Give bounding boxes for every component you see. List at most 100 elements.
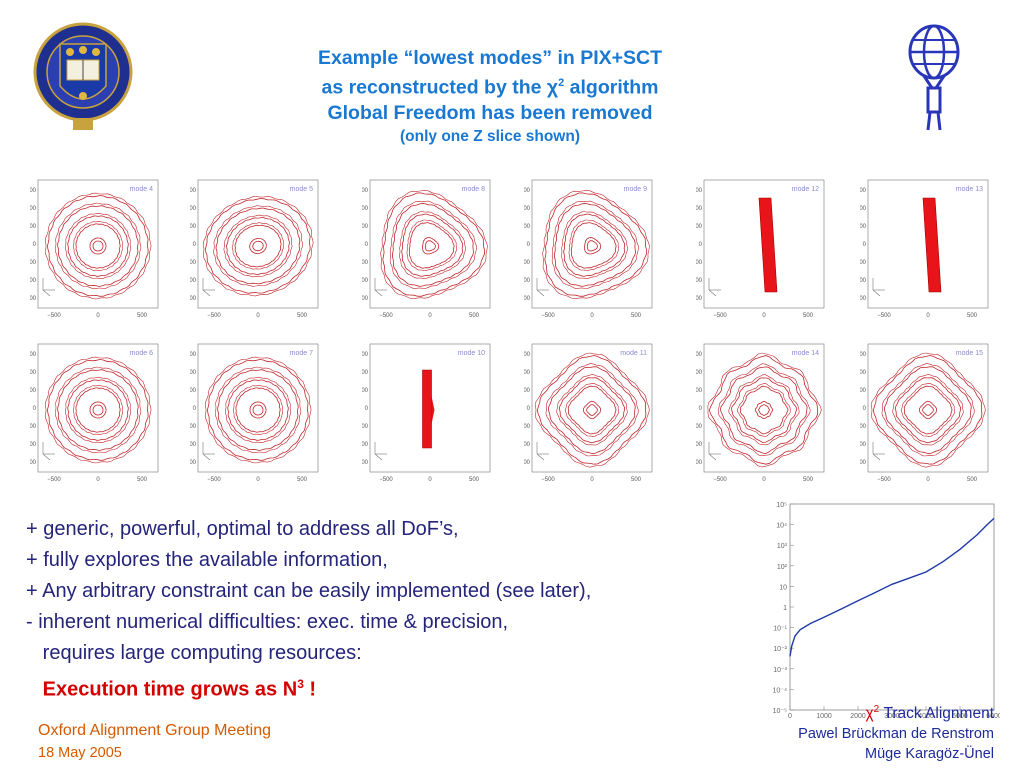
plot-frame	[703, 343, 825, 473]
y-tick-label: 10⁻²	[773, 646, 787, 653]
y-tick-label: 10²	[777, 564, 788, 571]
detector-ring	[224, 376, 292, 444]
y-tick-label: −200	[860, 260, 867, 266]
y-tick-label: 200	[696, 388, 703, 394]
axes-indicator-icon	[42, 278, 55, 297]
y-tick-label: 600	[30, 188, 37, 194]
y-tick-label: 0	[193, 406, 197, 412]
y-tick-label: 200	[30, 224, 37, 230]
detector-ring	[89, 401, 107, 419]
y-tick-label: 0	[527, 242, 531, 248]
y-tick-label: 600	[190, 352, 197, 358]
detector-ring	[249, 237, 267, 254]
detector-ring	[234, 224, 282, 268]
detector-ring	[46, 359, 149, 461]
detector-ring	[736, 382, 791, 437]
y-tick-label: 600	[190, 188, 197, 194]
meeting-date: 18 May 2005	[38, 745, 122, 761]
footer-left: Oxford Alignment Group Meeting 18 May 20…	[38, 720, 271, 764]
y-tick-label: 400	[190, 370, 197, 376]
y-tick-label: 10⁻⁴	[773, 687, 788, 694]
title-line-3: Global Freedom has been removed	[327, 101, 653, 124]
detector-ring	[883, 366, 972, 455]
detector-ring	[45, 356, 152, 464]
detector-ring	[392, 202, 475, 287]
axes-indicator-icon	[536, 442, 549, 461]
y-tick-label: 10	[779, 584, 787, 591]
y-tick-label: 400	[696, 370, 703, 376]
detector-ring	[202, 196, 314, 297]
bullet-4: - inherent numerical difficulties: exec.…	[26, 611, 509, 633]
x-tick-label: −500	[47, 477, 61, 483]
detector-ring	[54, 202, 142, 290]
y-tick-label: 10⁻⁵	[773, 708, 787, 715]
plot-frame	[197, 343, 319, 473]
y-tick-label: 10³	[777, 543, 788, 550]
y-tick-label: −400	[190, 442, 197, 448]
y-tick-label: −600	[190, 460, 197, 466]
bullet-5: requires large computing resources:	[26, 642, 362, 664]
detector-ring	[57, 205, 139, 287]
mode-label: mode 15	[956, 350, 983, 357]
axes-indicator-icon	[872, 278, 885, 297]
y-tick-label: −200	[30, 424, 37, 430]
plot-frame	[531, 343, 653, 473]
axes-indicator-icon	[42, 442, 55, 461]
title-line-2: as reconstructed by the χ2 algorithm	[321, 76, 659, 99]
atlas-logo-icon	[902, 18, 966, 134]
plot-frame	[703, 179, 825, 309]
detector-ring	[424, 240, 436, 252]
detector-ring	[584, 237, 602, 255]
detector-ring	[535, 352, 650, 468]
detector-ring	[563, 213, 625, 277]
x-tick-label: 500	[631, 477, 642, 483]
detector-ring	[547, 366, 636, 455]
x-tick-label: 0	[428, 477, 432, 483]
detector-ring	[567, 385, 617, 435]
collapsed-band	[758, 197, 778, 293]
mode-label: mode 7	[290, 350, 313, 357]
detector-ring	[64, 376, 132, 444]
y-tick-label: 600	[696, 188, 703, 194]
y-tick-label: −400	[362, 278, 369, 284]
detector-ring	[382, 192, 486, 297]
detector-ring	[401, 213, 463, 277]
detector-ring	[731, 377, 797, 444]
x-tick-label: 500	[469, 477, 480, 483]
y-tick-label: 0	[365, 406, 369, 412]
detector-ring	[231, 222, 284, 270]
y-tick-label: 600	[524, 352, 531, 358]
bullet-1: + generic, powerful, optimal to address …	[26, 518, 459, 540]
y-tick-label: −600	[860, 296, 867, 302]
x-tick-label: 500	[967, 477, 978, 483]
plot-frame	[37, 343, 159, 473]
detector-ring	[204, 197, 311, 294]
title-line-4: (only one Z slice shown)	[400, 127, 580, 145]
y-tick-label: −400	[860, 442, 867, 448]
axes-indicator-icon	[872, 442, 885, 461]
detector-ring	[544, 192, 648, 297]
x-tick-label: 0	[590, 313, 594, 319]
detector-ring	[67, 215, 129, 277]
y-tick-label: 200	[362, 224, 369, 230]
x-tick-label: −500	[713, 477, 727, 483]
detector-ring	[894, 377, 962, 444]
detector-ring	[252, 240, 264, 252]
detector-ring	[881, 363, 975, 457]
y-tick-label: 200	[696, 224, 703, 230]
detector-ring	[536, 355, 647, 465]
y-tick-label: 600	[860, 188, 867, 194]
y-tick-label: −600	[362, 460, 369, 466]
detector-ring	[380, 189, 488, 300]
detector-ring	[226, 217, 290, 275]
y-tick-label: −400	[362, 442, 369, 448]
y-tick-label: −200	[524, 260, 531, 266]
footer-right: χ2 Track Alignment Pawel Brückman de Ren…	[798, 700, 994, 764]
